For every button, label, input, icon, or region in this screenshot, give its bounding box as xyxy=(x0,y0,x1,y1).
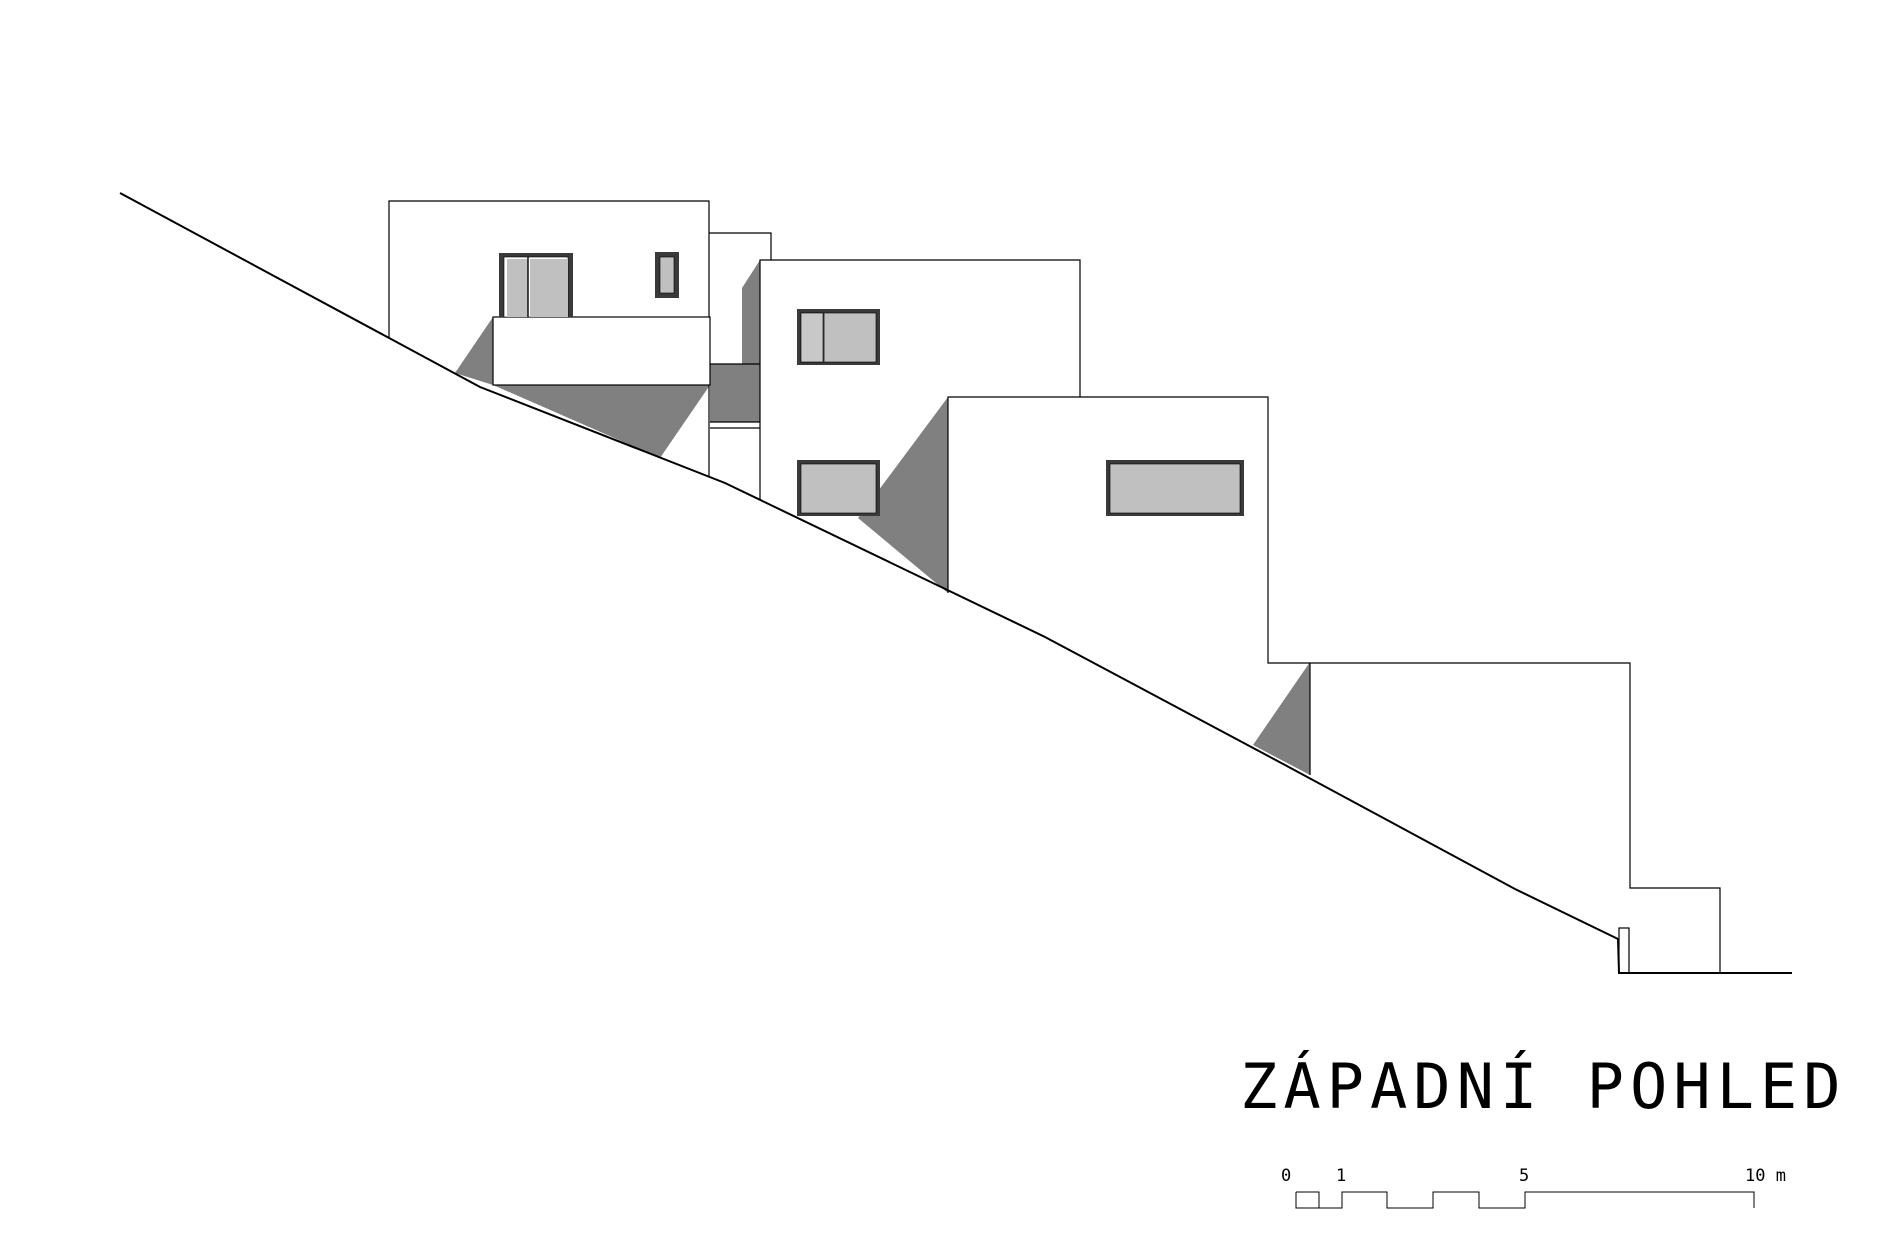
drawing-title: ZÁPADNÍ POHLED xyxy=(1240,1050,1847,1123)
scale-label-1: 1 xyxy=(1336,1166,1347,1186)
windows xyxy=(499,252,1244,516)
bridge-side-shadow xyxy=(742,260,760,364)
middle-volume-lower-window xyxy=(797,460,880,516)
lower-volume-shadow xyxy=(858,397,948,593)
lower-volume-window xyxy=(1106,460,1244,516)
terrace-shadow xyxy=(493,385,710,458)
scale-bar-line xyxy=(1296,1191,1755,1209)
scale-bar xyxy=(1295,1191,1755,1209)
retaining-wall xyxy=(1618,927,1630,974)
lower-volume-outline xyxy=(947,396,1310,664)
building-outlines xyxy=(388,200,1721,974)
shadows xyxy=(455,260,1310,775)
middle-volume-outline xyxy=(759,259,1081,500)
top-volume-small-window xyxy=(655,252,679,298)
garage-shadow xyxy=(1253,662,1310,775)
scale-bar-lower xyxy=(1295,1192,1320,1209)
scale-label-10: 10 m xyxy=(1745,1166,1786,1186)
bridge-fill xyxy=(710,364,760,422)
middle-volume-upper-window xyxy=(797,309,880,365)
balcony-shadow xyxy=(455,317,493,385)
connector-outline xyxy=(709,232,772,260)
scale-label-5: 5 xyxy=(1519,1166,1530,1186)
garage-outline xyxy=(1310,662,1721,973)
balcony-slab xyxy=(492,316,711,386)
scale-label-0: 0 xyxy=(1281,1166,1292,1186)
terrain-line xyxy=(119,192,1792,974)
top-volume-window xyxy=(499,253,573,318)
